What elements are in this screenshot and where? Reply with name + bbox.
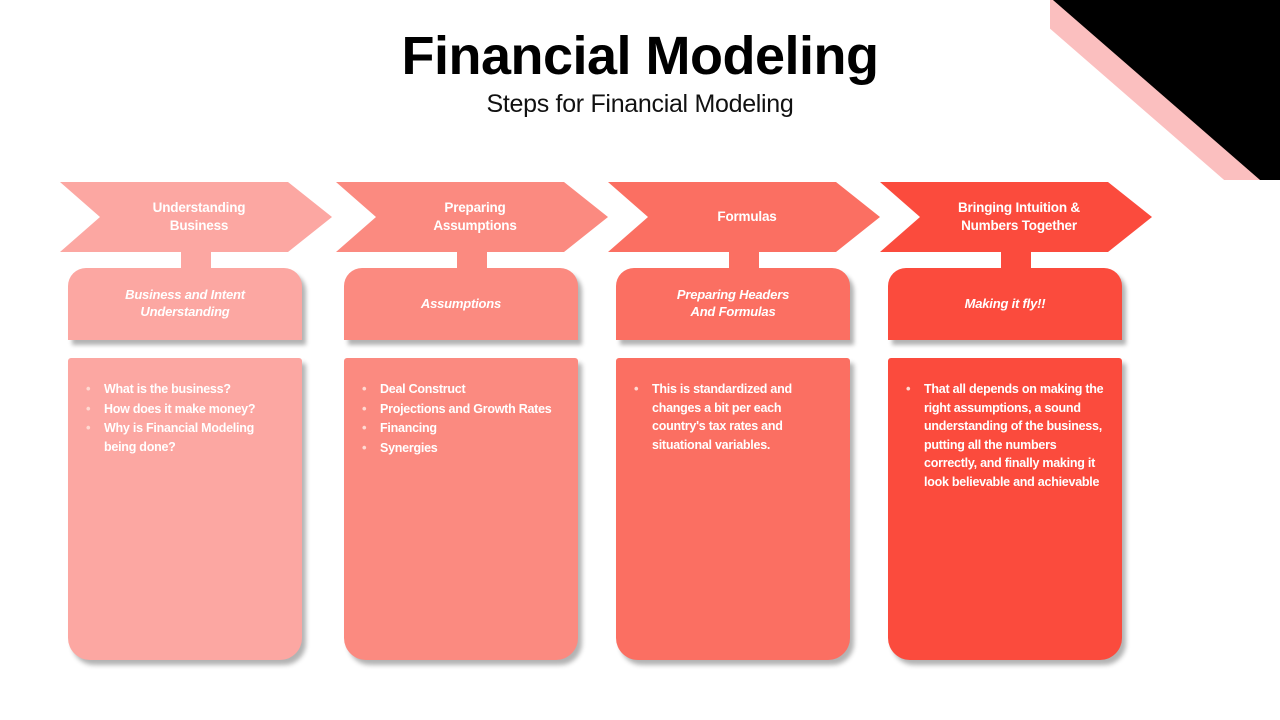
bullet-dot-icon: •: [906, 381, 911, 396]
bullet-text: What is the business?: [104, 382, 231, 396]
page-title: Financial Modeling: [401, 26, 879, 86]
step-subtitle-card-1[interactable]: Business and Intent Understanding: [68, 268, 302, 340]
bullet-dot-icon: •: [634, 381, 639, 396]
step-connector-3: [729, 250, 759, 270]
page-subtitle: Steps for Financial Modeling: [486, 90, 794, 118]
bullet-dot-icon: •: [362, 439, 367, 455]
list-item: • Projections and Growth Rates: [358, 400, 564, 419]
step-column-2: Preparing Assumptions Assumptions • Deal …: [336, 182, 608, 660]
bullet-text: Synergies: [380, 440, 438, 455]
step-connector-1: [181, 250, 211, 270]
bullet-text: Why is Financial Modeling being done?: [104, 421, 255, 454]
list-item: • Why is Financial Modeling being done?: [82, 419, 288, 456]
list-item: • Synergies: [358, 439, 564, 458]
step-body-card-1[interactable]: • What is the business? • How does it make…: [68, 358, 302, 660]
step-arrow-3[interactable]: Formulas: [608, 182, 880, 252]
step-body-card-3[interactable]: • This is standardized and changes a bit …: [616, 358, 850, 660]
bullet-text: How does it make money?: [104, 401, 256, 416]
bullet-text: This is standardized and changes a bit p…: [652, 382, 792, 452]
step-subtitle-card-4[interactable]: Making it fly!!: [888, 268, 1122, 340]
bullet-dot-icon: •: [362, 420, 367, 435]
step-subtitle-label-2: Assumptions: [420, 295, 502, 311]
step-arrow-label-1: Understanding Business: [152, 200, 246, 233]
step-column-1: Understanding Business Business and Inte…: [60, 182, 332, 660]
step-subtitle-card-2[interactable]: Assumptions: [344, 268, 578, 340]
step-bullet-list-2: • Deal Construct • Projections and Growth …: [358, 380, 564, 457]
bullet-text: That all depends on making the right ass…: [924, 382, 1104, 489]
bullet-dot-icon: •: [86, 381, 91, 396]
step-body-card-4[interactable]: • That all depends on making the right as…: [888, 358, 1122, 660]
step-arrow-1[interactable]: Understanding Business: [60, 182, 332, 252]
step-body-card-2[interactable]: • Deal Construct • Projections and Growth …: [344, 358, 578, 660]
bullet-text: Deal Construct: [380, 382, 466, 396]
step-subtitle-label-3: Preparing Headers And Formulas: [676, 287, 790, 319]
step-bullet-list-3: • This is standardized and changes a bit …: [630, 380, 836, 454]
step-subtitle-label-1: Business and Intent Understanding: [125, 287, 245, 319]
step-subtitle-label-4: Making it fly!!: [964, 295, 1046, 311]
list-item: • How does it make money?: [82, 400, 288, 419]
step-connector-2: [457, 250, 487, 270]
bullet-dot-icon: •: [362, 381, 367, 396]
step-arrow-label-3: Formulas: [717, 209, 777, 225]
step-subtitle-card-3[interactable]: Preparing Headers And Formulas: [616, 268, 850, 340]
step-connector-4: [1001, 250, 1031, 270]
bullet-dot-icon: •: [362, 400, 367, 416]
list-item: • What is the business?: [82, 380, 288, 399]
steps-container: Understanding Business Business and Inte…: [60, 182, 1220, 662]
step-arrow-label-4: Bringing Intuition & Numbers Together: [958, 200, 1080, 233]
step-column-3: Formulas Preparing Headers And Formulas …: [608, 182, 880, 660]
list-item: • Financing: [358, 419, 564, 438]
step-arrow-4[interactable]: Bringing Intuition & Numbers Together: [880, 182, 1152, 252]
bullet-text: Projections and Growth Rates: [380, 401, 552, 416]
step-arrow-label-2: Preparing Assumptions: [433, 200, 517, 233]
step-column-4: Bringing Intuition & Numbers Together Ma…: [880, 182, 1152, 660]
bullet-text: Financing: [380, 421, 437, 435]
list-item: • That all depends on making the right as…: [902, 380, 1108, 491]
bullet-dot-icon: •: [86, 400, 91, 416]
bullet-dot-icon: •: [86, 420, 91, 435]
list-item: • This is standardized and changes a bit …: [630, 380, 836, 454]
list-item: • Deal Construct: [358, 380, 564, 399]
step-arrow-2[interactable]: Preparing Assumptions: [336, 182, 608, 252]
step-bullet-list-4: • That all depends on making the right as…: [902, 380, 1108, 491]
step-bullet-list-1: • What is the business? • How does it make…: [82, 380, 288, 456]
